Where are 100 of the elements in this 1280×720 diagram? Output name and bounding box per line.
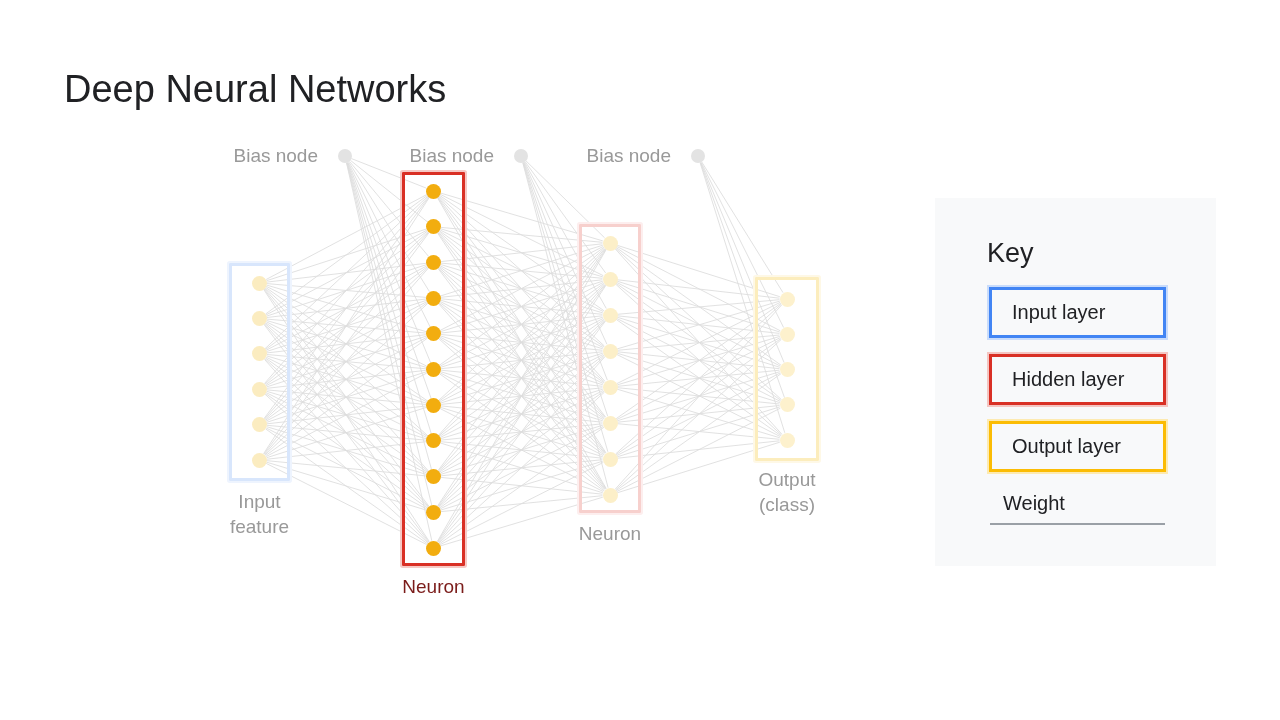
weight-line [265, 322, 428, 438]
weight-line [265, 462, 428, 546]
weight-line [523, 162, 608, 381]
weight-line [264, 287, 429, 437]
weight-line [440, 388, 604, 440]
weight-line [615, 373, 782, 492]
weight-line [439, 408, 604, 493]
weight-line [265, 266, 428, 386]
legend-item: Output layer [989, 421, 1166, 472]
weight-line [440, 352, 604, 404]
weight-line [266, 298, 427, 318]
weight-line [265, 301, 428, 387]
weight-line [439, 390, 605, 509]
neuron-circle [252, 417, 267, 433]
weight-line [440, 244, 604, 297]
weight-line [700, 161, 785, 328]
weight-line [440, 262, 603, 279]
weight-line [617, 351, 780, 370]
weight-line [616, 301, 781, 385]
weight-line [440, 476, 603, 495]
weight-line [264, 231, 429, 385]
weight-line [439, 230, 605, 348]
weight-line [440, 316, 604, 368]
weight-line [440, 369, 603, 387]
neuron-circle [426, 326, 441, 342]
weight-line [265, 372, 428, 457]
weight-line [525, 160, 606, 239]
weight-line [438, 283, 605, 437]
node-caption: Bias node [232, 144, 318, 168]
neuron-circle [426, 183, 441, 199]
weight-line [438, 195, 605, 347]
weight-line [439, 246, 605, 366]
neuron-circle [252, 381, 267, 397]
weight-line [438, 303, 606, 490]
weight-line [265, 230, 428, 350]
weight-line [616, 371, 781, 422]
weight-line [616, 353, 781, 438]
weight-line [266, 426, 427, 475]
weight-line [615, 338, 782, 491]
weight-line [440, 371, 604, 422]
weight-line [264, 267, 429, 455]
weight-line [438, 355, 605, 508]
weight-line [266, 461, 427, 511]
weight-line [440, 459, 603, 477]
weight-line [439, 372, 604, 457]
weight-line [265, 229, 428, 316]
neuron-circle [252, 452, 267, 468]
weight-line [349, 160, 430, 258]
weight-line [438, 248, 606, 436]
weight-line [616, 407, 781, 493]
weight-line [266, 320, 427, 368]
weight-line [701, 161, 784, 294]
bias-node-circle [691, 149, 705, 163]
weight-line [440, 335, 604, 386]
weight-line [439, 301, 605, 420]
weight-line [440, 315, 603, 334]
weight-line [266, 441, 427, 460]
weight-line [438, 196, 606, 382]
weight-line [616, 280, 781, 333]
weight-line [265, 302, 428, 421]
weight-line [615, 246, 782, 366]
weight-line [439, 425, 604, 510]
weight-line [439, 336, 604, 421]
layer-frame [579, 224, 641, 513]
neuron-circle [779, 397, 795, 413]
weight-line [266, 318, 427, 334]
weight-line [616, 388, 781, 439]
key-heading: Key [987, 238, 1034, 269]
weight-line [266, 355, 427, 404]
weight-line [438, 320, 606, 508]
legend-item: Hidden layer [989, 354, 1166, 405]
weight-line [439, 337, 605, 456]
weight-line [616, 316, 781, 368]
weight-line [617, 423, 780, 440]
weight-line [616, 244, 781, 298]
weight-line [439, 194, 605, 312]
weight-line [617, 405, 780, 423]
weight-line [440, 441, 603, 459]
weight-line [615, 247, 782, 401]
weight-line [266, 389, 427, 405]
weight-line [440, 423, 603, 441]
node-caption: Input feature [228, 490, 291, 539]
neuron-circle [252, 310, 267, 326]
weight-line [616, 300, 781, 350]
weight-line [440, 228, 604, 278]
weight-line [617, 334, 780, 351]
weight-line [615, 302, 782, 420]
weight-line [440, 424, 604, 475]
weight-line [265, 356, 428, 438]
node-caption: Bias node [585, 144, 671, 168]
weight-line [439, 373, 605, 492]
weight-line [616, 441, 781, 494]
weight-line [440, 280, 604, 333]
weight-line [266, 334, 427, 354]
weight-line [440, 298, 603, 315]
neuron-circle [426, 362, 441, 377]
weight-line [523, 161, 607, 309]
weight-line [438, 302, 605, 455]
weight-line [440, 243, 603, 263]
weight-line [266, 335, 427, 388]
